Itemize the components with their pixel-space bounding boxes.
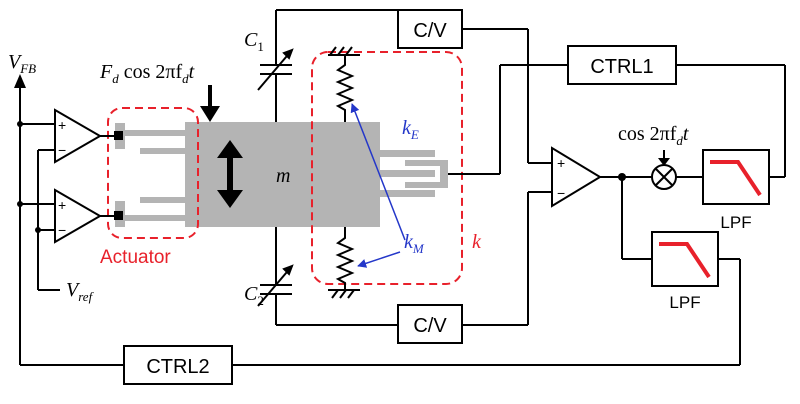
c2-label: C2: [244, 283, 264, 308]
k-label: k: [472, 231, 482, 253]
lpf-bottom-block: [651, 231, 719, 287]
lpf-bottom-label: LPF: [669, 293, 700, 312]
actuator-comb-fingers: [115, 123, 185, 227]
actuator-label: Actuator: [100, 247, 171, 268]
capacitor-c2-icon: [257, 227, 294, 325]
mixer-icon: [651, 164, 677, 190]
c1-label: C1: [244, 29, 264, 54]
vfb-label: VFB: [8, 51, 36, 76]
lpf-top-block: [702, 149, 770, 205]
km-arrow-to-bottom-spring: [357, 251, 401, 268]
amp-bottom-minus: −: [58, 222, 66, 238]
ke-label: kE: [402, 117, 419, 142]
amp-top-plus: +: [58, 117, 66, 133]
cv-top-label: C/V: [413, 20, 447, 42]
top-spring: [335, 55, 355, 122]
actuator-amp-bottom-icon: [54, 188, 102, 244]
lpf-top-curve: [710, 160, 762, 197]
cv-bottom-block: [397, 304, 463, 344]
junction-dot: [618, 173, 626, 181]
amp-top-minus: −: [58, 142, 66, 158]
vref-label: Vref: [66, 279, 95, 304]
diff-amp-plus: +: [557, 155, 565, 171]
sense-comb-stator: [405, 160, 448, 188]
force-arrow-icon: [200, 85, 220, 122]
lpf-top-label: LPF: [720, 213, 751, 232]
amp-bottom-plus: +: [58, 197, 66, 213]
lpf-bottom-curve: [659, 242, 711, 279]
diff-amplifier-icon: [551, 146, 602, 208]
actuator-amp-top-icon: [54, 108, 102, 164]
ctrl2-label: CTRL2: [146, 356, 209, 378]
diff-amp-minus: −: [557, 185, 565, 201]
mass-label: m: [276, 165, 290, 187]
actuator-dashed-box: [107, 107, 199, 239]
motion-double-arrow-icon: [217, 140, 243, 208]
bottom-spring: [335, 227, 355, 290]
sense-comb-fingers: [380, 150, 435, 197]
junction-dot: [17, 201, 23, 207]
capacitor-c1-icon: [257, 10, 294, 122]
km-label: kM: [404, 231, 425, 256]
cv-bottom-label: C/V: [413, 315, 447, 337]
ctrl1-label: CTRL1: [590, 56, 653, 78]
spring-dashed-box: [311, 51, 463, 285]
wiring: [19, 9, 786, 366]
km-arrow-to-top-spring: [350, 103, 406, 241]
demod-label: cos 2πfdt: [618, 123, 689, 148]
vfb-arrow-icon: [14, 74, 26, 88]
force-label: Fd cos 2πfdt: [99, 61, 195, 86]
proof-mass: [185, 122, 380, 227]
bottom-spring-anchor: [328, 289, 360, 299]
junction-dot: [35, 227, 41, 233]
junction-dot: [17, 121, 23, 127]
